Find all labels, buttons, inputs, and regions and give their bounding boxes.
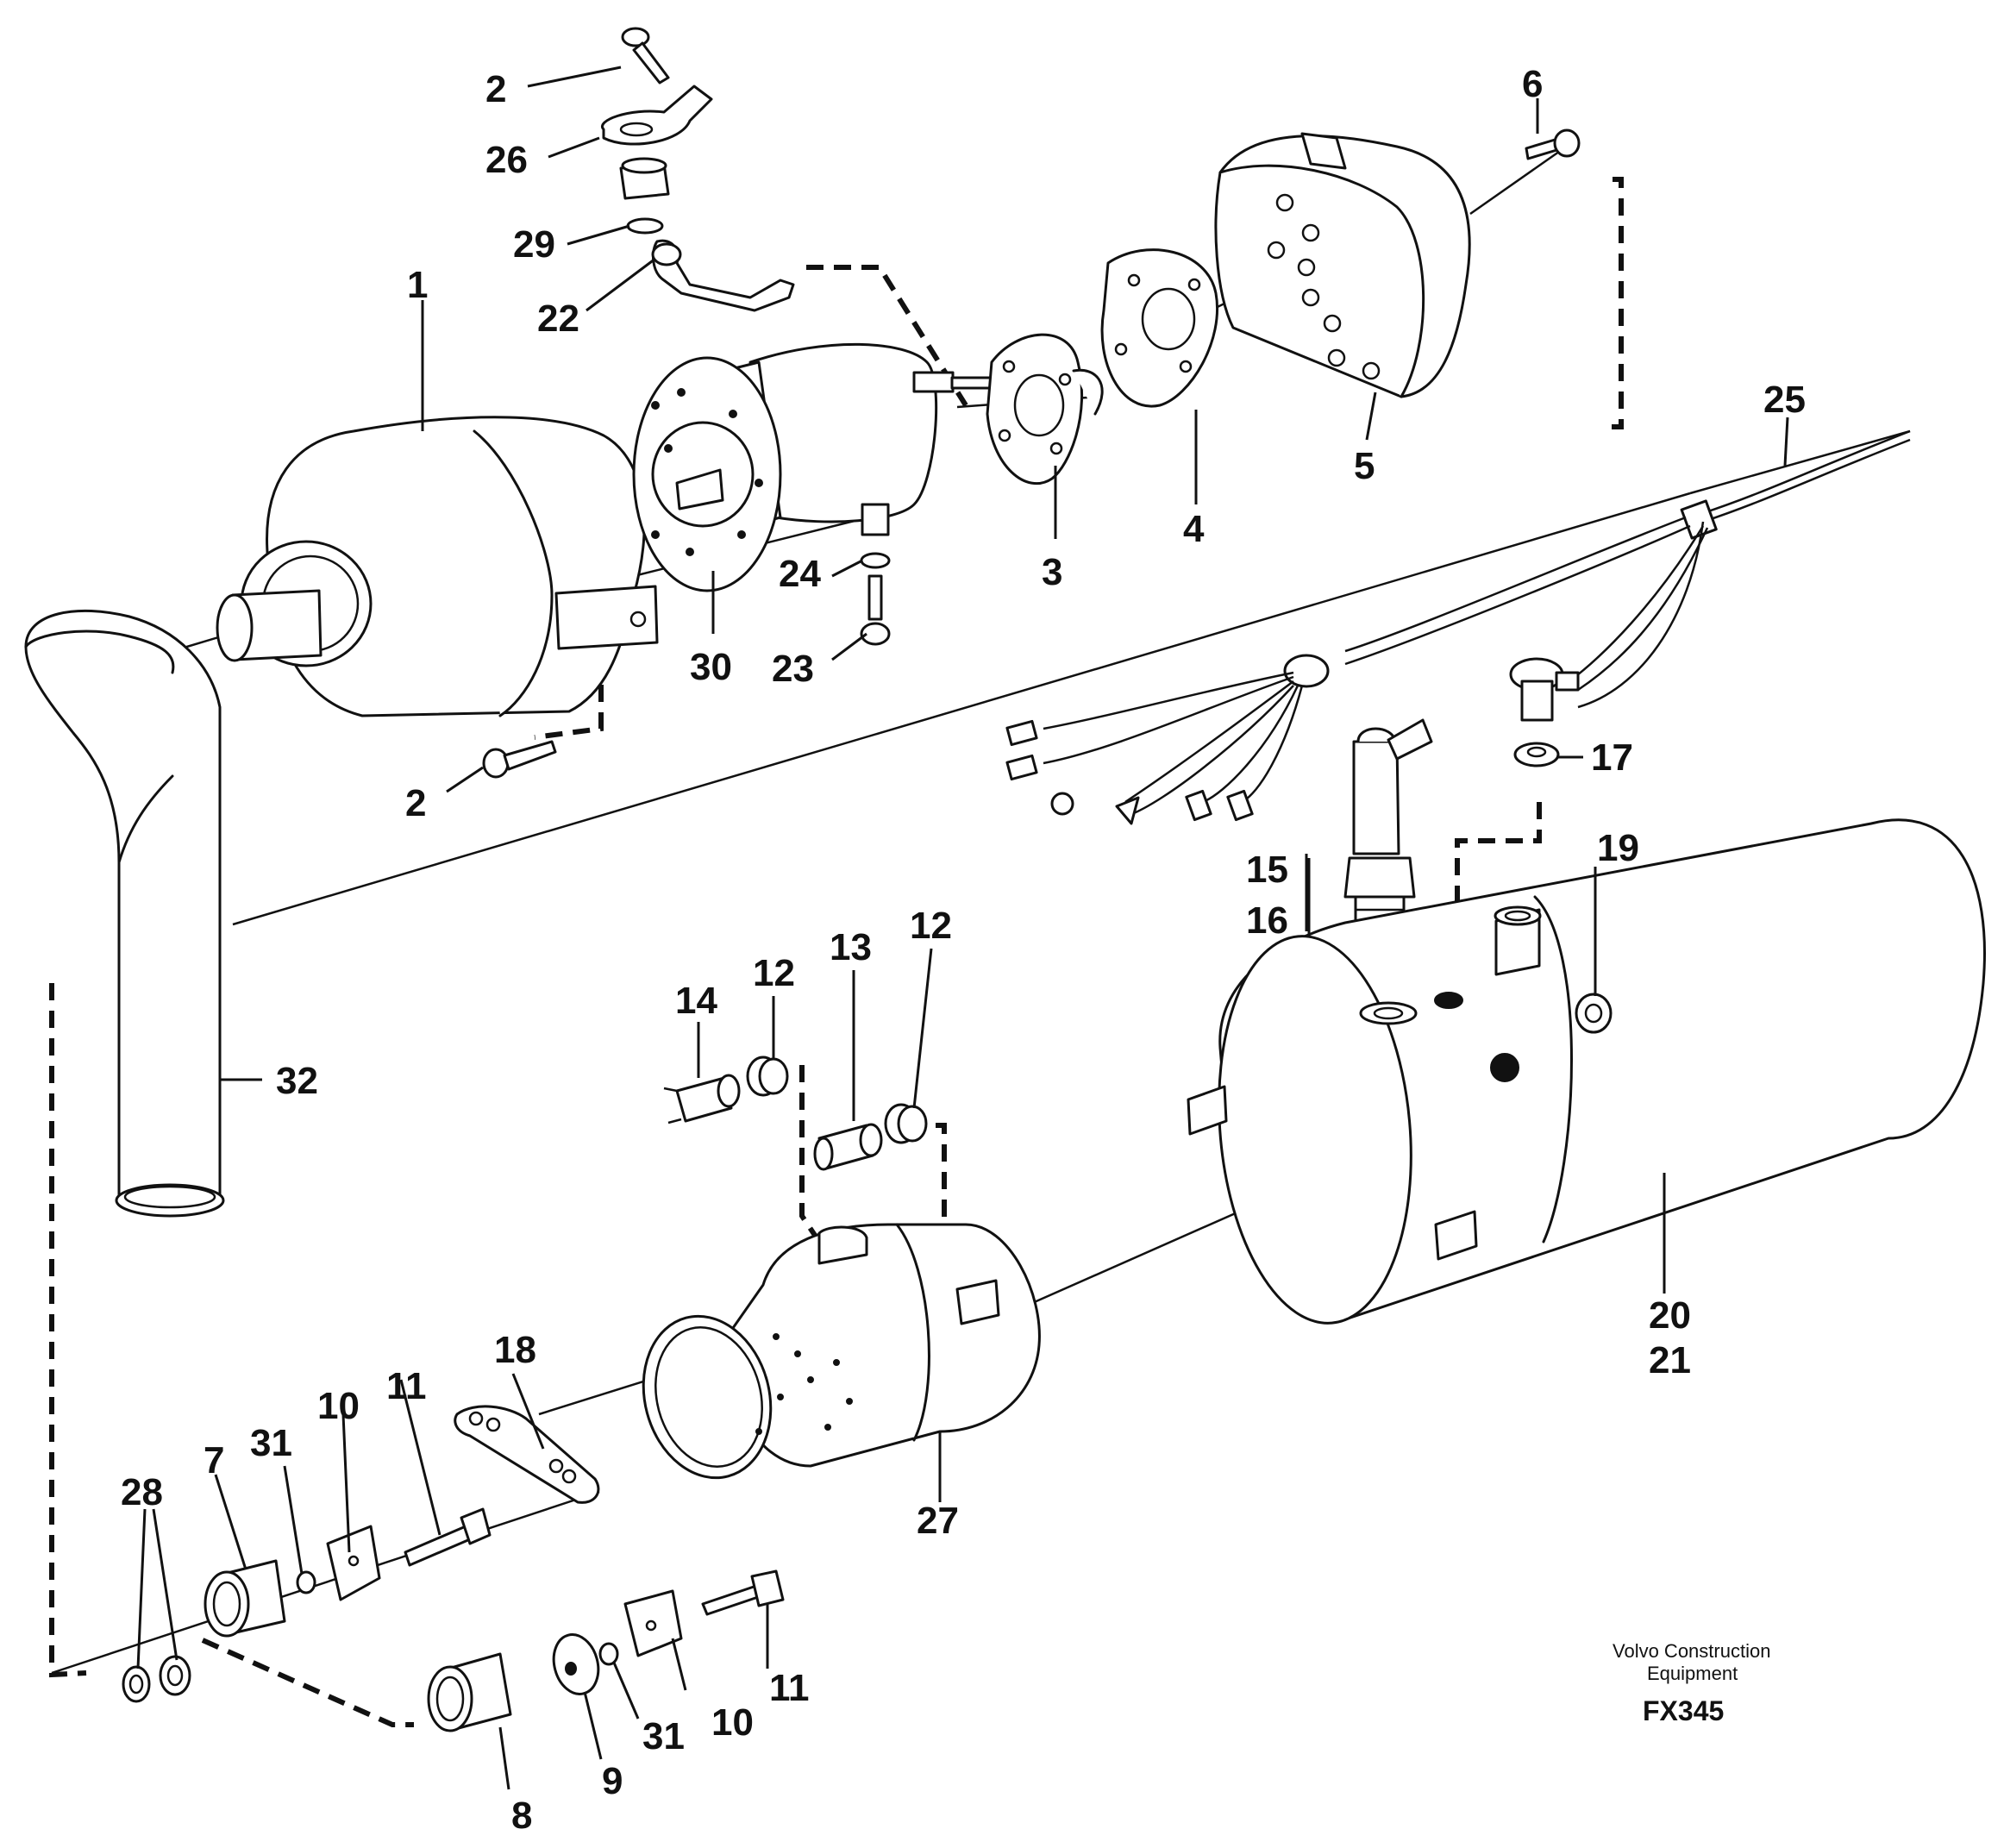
- callout-16: 16: [1246, 899, 1288, 942]
- screw-6: [1525, 128, 1581, 160]
- brand-line-1: Volvo Construction: [1613, 1640, 1770, 1662]
- callout-5: 5: [1354, 445, 1375, 487]
- bushing-8: [427, 1652, 512, 1732]
- callout-20: 20: [1649, 1294, 1691, 1337]
- callout-19: 19: [1597, 827, 1639, 869]
- figure-code: FX345: [1643, 1695, 1724, 1726]
- callout-4: 4: [1183, 508, 1205, 550]
- wiring-harness-25: [1005, 429, 1911, 825]
- clip-10-right: [623, 1589, 683, 1657]
- bushing-7: [204, 1559, 286, 1638]
- callout-32: 32: [276, 1060, 318, 1102]
- washer-9: [552, 1633, 600, 1695]
- callout-21: 21: [1649, 1339, 1691, 1381]
- flange-3: [986, 333, 1104, 485]
- callout-3: 3: [1042, 551, 1062, 593]
- sensor-17: [1509, 657, 1580, 767]
- callout-8: 8: [511, 1795, 532, 1837]
- grommet-top: [619, 157, 670, 200]
- combustion-tube-27: [642, 1223, 1041, 1480]
- bracket-18: [454, 1405, 600, 1504]
- callout-leaders: [136, 66, 1789, 1790]
- washers-28: [122, 1655, 191, 1703]
- fan-housing-1: [216, 416, 659, 717]
- callout-12-right: 12: [910, 905, 952, 947]
- callout-10-left: 10: [317, 1385, 360, 1427]
- bracket-26: [600, 85, 713, 146]
- bolt-11-left: [404, 1507, 492, 1567]
- callout-13: 13: [830, 926, 872, 968]
- callout-11-right: 11: [769, 1667, 810, 1709]
- fan-motor-30: [632, 342, 1005, 592]
- heat-exchanger-20-21: [1187, 818, 1986, 1325]
- callout-22: 22: [537, 298, 579, 340]
- washer-24: [860, 552, 891, 569]
- end-cap-5: [1214, 132, 1471, 398]
- screw-2-lower: [482, 740, 557, 779]
- clip-10-left: [326, 1525, 381, 1601]
- sensor-22: [651, 239, 795, 312]
- callout-labels: 2 26 29 22 1 2 30 3 4 5 6 24 23 25 17 15…: [121, 63, 1806, 1837]
- callout-29: 29: [513, 223, 555, 266]
- footer: Volvo Construction Equipment FX345: [1613, 1640, 1770, 1726]
- nozzle-14: [663, 1074, 741, 1124]
- callout-23: 23: [772, 648, 814, 690]
- callout-18: 18: [494, 1329, 536, 1371]
- callout-25: 25: [1763, 379, 1806, 421]
- pipe-bend-32: [24, 609, 225, 1218]
- callout-2-bottom: 2: [405, 782, 426, 824]
- brand-line-2: Equipment: [1647, 1663, 1738, 1684]
- callout-9: 9: [602, 1760, 623, 1802]
- bolt-11-right: [701, 1569, 785, 1616]
- spring-12b: [884, 1103, 928, 1144]
- callout-17: 17: [1591, 736, 1633, 779]
- dashed-assembly-guides: [49, 177, 1624, 1727]
- nozzle-13: [813, 1123, 883, 1171]
- callout-30: 30: [690, 646, 732, 688]
- callout-11-left: 11: [386, 1365, 427, 1407]
- callout-26: 26: [485, 139, 528, 181]
- screw-2-upper: [621, 27, 670, 85]
- callout-14: 14: [675, 980, 717, 1022]
- callout-2-top: 2: [485, 68, 506, 110]
- callout-7: 7: [204, 1439, 224, 1482]
- callout-1: 1: [407, 264, 428, 306]
- spring-12a: [746, 1056, 789, 1097]
- ring-31-left: [296, 1570, 316, 1594]
- gasket-4: [1100, 248, 1218, 408]
- callout-27: 27: [917, 1500, 959, 1542]
- screw-23: [860, 574, 891, 646]
- callout-31-left: 31: [250, 1422, 292, 1464]
- callout-6: 6: [1522, 63, 1543, 105]
- callout-15: 15: [1246, 849, 1288, 891]
- callout-12-left: 12: [753, 952, 795, 994]
- callout-31-right: 31: [642, 1715, 685, 1757]
- callout-10-right: 10: [711, 1701, 754, 1744]
- callout-28: 28: [121, 1471, 163, 1513]
- o-ring-29: [626, 217, 664, 235]
- callout-24: 24: [779, 553, 821, 595]
- ring-31-right: [598, 1642, 619, 1666]
